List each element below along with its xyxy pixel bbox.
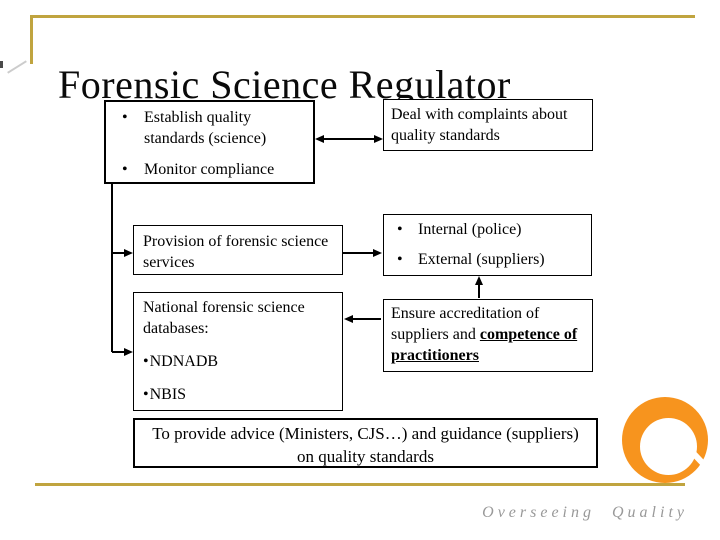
tagline: Overseeing Quality: [482, 504, 688, 521]
list-item: NDNADB: [143, 351, 338, 372]
box-customers: Internal (police) External (suppliers): [383, 214, 592, 276]
customers-bullet-list: Internal (police) External (suppliers): [390, 219, 587, 270]
box-advice: To provide advice (Ministers, CJS…) and …: [133, 418, 598, 468]
box-databases: National forensic science databases: NDN…: [133, 292, 343, 411]
edge-tick-mark: [0, 61, 3, 68]
box-accreditation: Ensure accreditation of suppliers and co…: [383, 299, 593, 372]
top-accent-rule: [30, 15, 695, 18]
list-item: NBIS: [143, 384, 338, 405]
databases-heading: National forensic science databases:: [143, 299, 305, 337]
duties-bullet-list: Establish quality standards (science) Mo…: [112, 107, 307, 180]
left-accent-rule: [30, 15, 33, 64]
slide-title: Forensic Science Regulator: [58, 61, 511, 107]
list-item: External (suppliers): [390, 249, 587, 270]
box-provision: Provision of forensic science services: [133, 225, 343, 275]
box-provision-text: Provision of forensic science services: [143, 233, 329, 271]
list-item: Establish quality standards (science): [112, 107, 307, 149]
box-regulator-duties: Establish quality standards (science) Mo…: [104, 100, 315, 184]
arrow-provision-to-customers: [343, 249, 382, 257]
list-item: Monitor compliance: [112, 159, 307, 180]
accreditation-text: Ensure accreditation of suppliers and: [391, 305, 540, 343]
overseeing-quality-logo-icon: [622, 397, 715, 483]
accreditation-emphasis: competence of practitioners: [391, 326, 578, 364]
bottom-accent-rule: [35, 483, 685, 486]
arrow-accreditation-to-customers-up: [475, 276, 483, 298]
arrow-accreditation-to-databases-left: [344, 315, 381, 323]
corner-gray-accent: [7, 60, 27, 74]
box-complaints: Deal with complaints about quality stand…: [383, 99, 593, 151]
rail-duties-to-branches: [111, 184, 133, 356]
arrow-duties-complaints-bidirectional: [315, 135, 383, 143]
box-complaints-text: Deal with complaints about quality stand…: [391, 106, 568, 144]
advice-text: To provide advice (Ministers, CJS…) and …: [152, 424, 579, 466]
list-item: Internal (police): [390, 219, 587, 240]
